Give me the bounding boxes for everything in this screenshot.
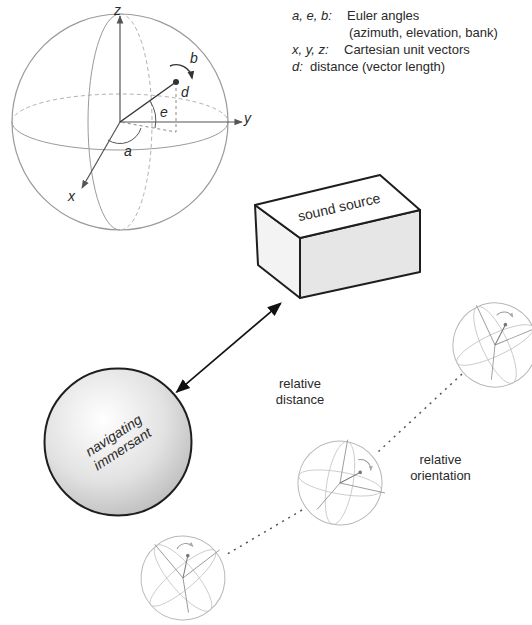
axis-symbol: a [124,143,132,160]
axis-symbol: b [190,50,198,67]
axis-symbol: x [68,188,75,205]
axis-symbol: d [181,84,189,101]
key-text: a, e, b: [292,8,332,24]
key-text: x, y, z: [292,42,329,58]
edge-label: relative distance [263,375,337,408]
annotation: relative orientation [398,452,483,483]
orientation-sphere [291,432,393,532]
immersant-sphere: navigating immersant [43,367,193,517]
key-text: distance (vector length) [310,59,445,75]
box-outline [250,170,425,302]
orientation-sphere [438,286,532,401]
key-text: (azimuth, elevation, bank) [349,25,498,41]
key-text: Euler angles [347,8,419,24]
axis-symbol: z [114,2,121,19]
axis-symbol: e [160,104,168,121]
orientation-sphere [123,515,246,625]
sound-source-box: sound source [250,170,425,302]
axis-symbol: y [244,110,251,127]
key-text: Cartesian unit vectors [344,42,470,58]
coordinate-sphere [12,14,242,230]
key-text: d: [292,59,303,75]
